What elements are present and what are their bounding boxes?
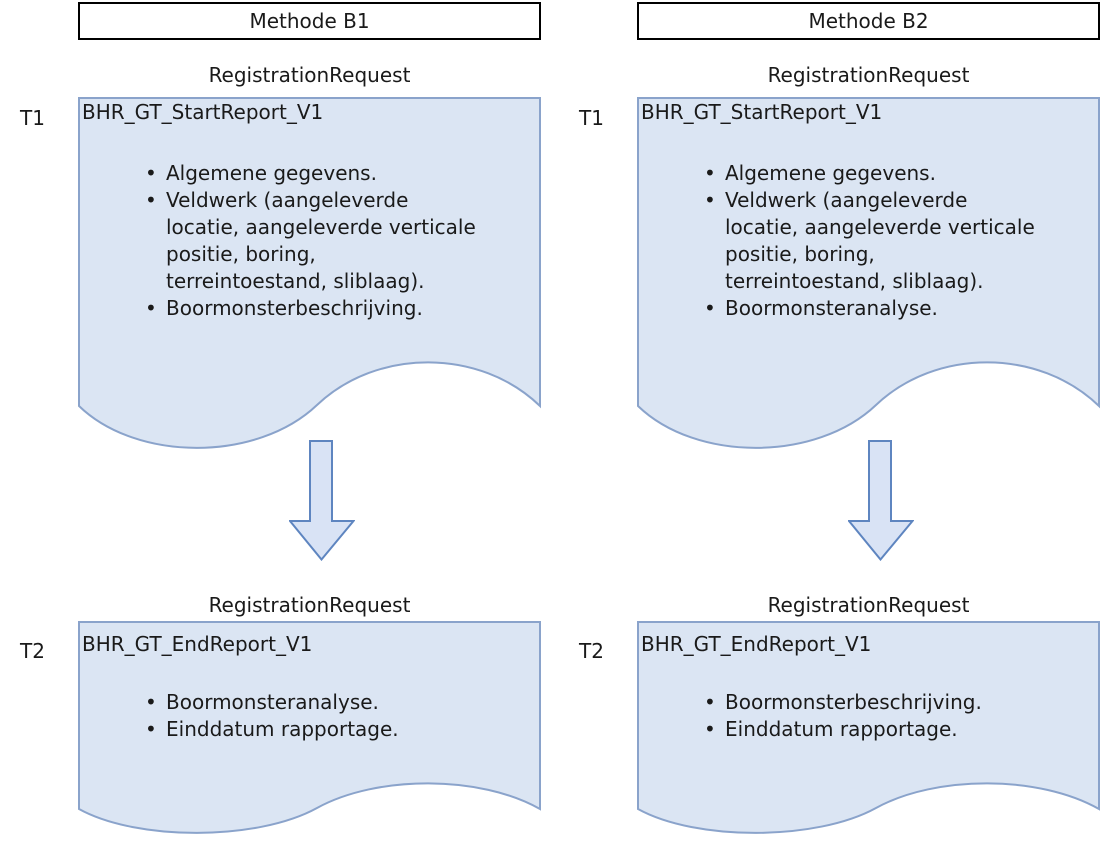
bullet-item: Veldwerk (aangeleverde locatie, aangelev… xyxy=(704,187,1096,295)
method-header-b1: Methode B1 xyxy=(78,2,541,40)
bullet-item: Veldwerk (aangeleverde locatie, aangelev… xyxy=(145,187,537,295)
document-content: BHR_GT_EndReport_V1 Boormonsteranalyse.E… xyxy=(78,621,541,743)
report-title: BHR_GT_StartReport_V1 xyxy=(82,100,324,124)
method-header-b2: Methode B2 xyxy=(637,2,1100,40)
bullet-item: Boormonsterbeschrijving. xyxy=(145,295,537,322)
bullet-list: Boormonsteranalyse.Einddatum rapportage. xyxy=(78,689,541,743)
bullet-item: Einddatum rapportage. xyxy=(145,716,537,743)
registration-request-label-t1: RegistrationRequest xyxy=(208,63,411,87)
registration-request-label-t2: RegistrationRequest xyxy=(767,593,970,617)
t2-tag: T2 xyxy=(579,639,604,663)
bullet-list: Algemene gegevens.Veldwerk (aangeleverde… xyxy=(637,160,1100,322)
bullet-item: Boormonsteranalyse. xyxy=(704,295,1096,322)
document-content: BHR_GT_StartReport_V1 Algemene gegevens.… xyxy=(78,97,541,322)
bullet-item: Algemene gegevens. xyxy=(145,160,537,187)
bullet-item: Algemene gegevens. xyxy=(704,160,1096,187)
bullet-item: Einddatum rapportage. xyxy=(704,716,1096,743)
document-content: BHR_GT_EndReport_V1 Boormonsterbeschrijv… xyxy=(637,621,1100,743)
t2-tag: T2 xyxy=(20,639,45,663)
bullet-item: Boormonsteranalyse. xyxy=(145,689,537,716)
document-shape-end-report: BHR_GT_EndReport_V1 Boormonsteranalyse.E… xyxy=(78,621,541,840)
t1-tag: T1 xyxy=(579,106,604,130)
method-header-label: Methode B2 xyxy=(808,9,929,33)
down-arrow-icon xyxy=(289,440,355,561)
registration-request-label-t1: RegistrationRequest xyxy=(767,63,970,87)
document-content: BHR_GT_StartReport_V1 Algemene gegevens.… xyxy=(637,97,1100,322)
bullet-list: Algemene gegevens.Veldwerk (aangeleverde… xyxy=(78,160,541,322)
registration-request-label-t2: RegistrationRequest xyxy=(208,593,411,617)
method-header-label: Methode B1 xyxy=(249,9,370,33)
column-methode-b1: Methode B1 RegistrationRequest T1 BHR_GT… xyxy=(20,2,541,840)
column-methode-b2: Methode B2 RegistrationRequest T1 BHR_GT… xyxy=(579,2,1100,840)
bullet-item: Boormonsterbeschrijving. xyxy=(704,689,1096,716)
report-title: BHR_GT_StartReport_V1 xyxy=(641,100,883,124)
document-shape-start-report: BHR_GT_StartReport_V1 Algemene gegevens.… xyxy=(78,97,541,457)
document-shape-end-report: BHR_GT_EndReport_V1 Boormonsterbeschrijv… xyxy=(637,621,1100,840)
document-shape-start-report: BHR_GT_StartReport_V1 Algemene gegevens.… xyxy=(637,97,1100,457)
report-title: BHR_GT_EndReport_V1 xyxy=(82,632,313,656)
down-arrow-icon xyxy=(848,440,914,561)
report-title: BHR_GT_EndReport_V1 xyxy=(641,632,872,656)
bullet-list: Boormonsterbeschrijving.Einddatum rappor… xyxy=(637,689,1100,743)
t1-tag: T1 xyxy=(20,106,45,130)
